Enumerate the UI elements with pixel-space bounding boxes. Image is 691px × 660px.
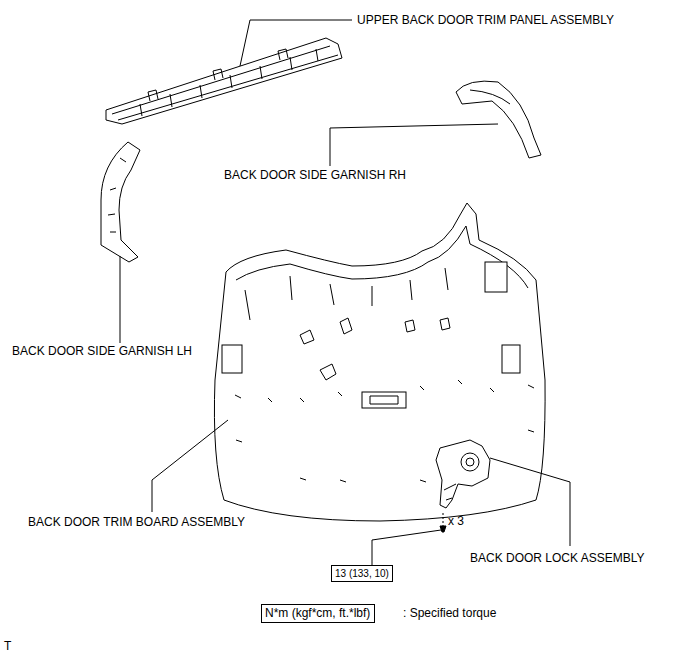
side-garnish-lh <box>101 142 140 262</box>
box-text: N*m (kgf*cm, ft.*lbf) <box>265 606 371 621</box>
quantity-note: x 3 <box>448 514 464 528</box>
part-name: BACK DOOR TRIM BOARD ASSEMBLY <box>28 515 245 529</box>
figure-mark: T <box>4 639 11 653</box>
back-door-lock <box>436 440 490 532</box>
part-name: UPPER BACK DOOR TRIM PANEL ASSEMBLY <box>357 13 614 27</box>
box-text: 13 (133, 10) <box>335 567 389 580</box>
legend-note: : Specified torque <box>403 606 496 620</box>
trim-board <box>214 203 545 521</box>
side-garnish-rh <box>456 81 541 158</box>
torque-box: 13 (133, 10) <box>331 565 393 582</box>
part-name: BACK DOOR SIDE GARNISH LH <box>12 344 192 358</box>
leader-lines <box>120 20 570 566</box>
unit-box: N*m (kgf*cm, ft.*lbf) <box>261 604 375 623</box>
upper-trim-panel <box>106 38 342 124</box>
part-name: BACK DOOR LOCK ASSEMBLY <box>470 551 645 565</box>
part-name: BACK DOOR SIDE GARNISH RH <box>224 168 406 182</box>
